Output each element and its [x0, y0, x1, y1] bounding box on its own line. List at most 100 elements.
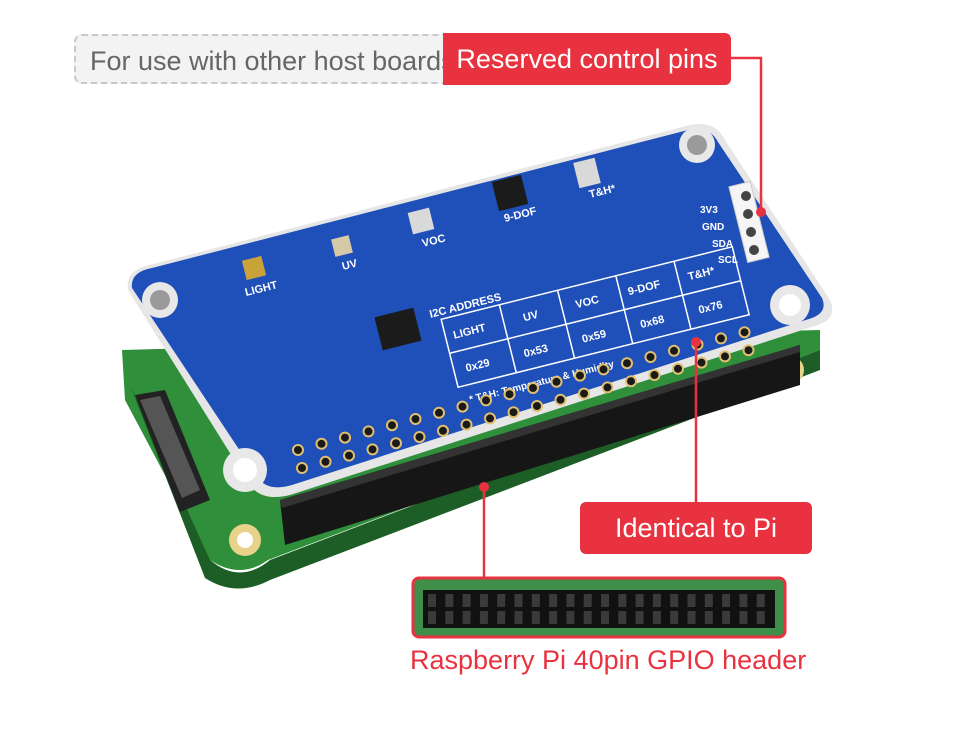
inset-header-pin	[704, 594, 713, 607]
table-v-voc: 0x59	[581, 328, 608, 346]
inset-header-pin	[479, 594, 488, 607]
inset-header-pin	[704, 611, 713, 624]
gpio-hole	[531, 400, 543, 412]
gpio-hole	[437, 424, 449, 437]
gpio-hole	[672, 362, 684, 375]
gpio-hole	[742, 344, 755, 357]
silk-uv: UV	[341, 257, 359, 273]
gpio-hole	[668, 344, 680, 357]
inset-header-pin	[739, 594, 748, 607]
table-v-dof: 0x68	[639, 314, 666, 332]
ctrl-pin-3v3: 3V3	[700, 205, 718, 216]
table-v-th: 0x76	[697, 299, 724, 317]
gpio-hole	[527, 382, 539, 394]
gpio-hole	[343, 449, 355, 462]
inset-header-pin	[549, 594, 558, 607]
gpio-hole	[554, 393, 567, 406]
ctrl-pin-sda: SDA	[712, 239, 733, 250]
gpio-hole	[292, 444, 304, 456]
inset-header-pin	[462, 594, 471, 607]
gpio-hole	[719, 350, 731, 363]
inset-header-pin	[635, 594, 644, 607]
gpio-hole	[296, 462, 308, 474]
inset-header-pin	[601, 611, 609, 624]
inset-header-pin	[566, 611, 575, 624]
inset-header-pin	[445, 611, 454, 624]
stacking-header	[280, 345, 800, 545]
inset-header-pin	[445, 594, 454, 607]
table-v-light: 0x29	[464, 357, 491, 375]
gpio-hole	[413, 431, 426, 443]
gpio-hole	[433, 406, 445, 419]
table-h-voc: VOC	[574, 294, 600, 311]
gpio-hole	[339, 431, 351, 444]
gpio-hole	[480, 394, 492, 407]
gpio-hole	[319, 455, 332, 468]
inset-header-pin	[756, 594, 765, 607]
inset-header-pin	[635, 611, 644, 624]
inset-header-pin	[428, 594, 436, 607]
inset-header-pin	[652, 611, 661, 624]
gpio-hole	[574, 369, 586, 382]
caption-gpio-header: Raspberry Pi 40pin GPIO header	[410, 645, 807, 675]
gpio-hole	[503, 388, 516, 401]
gpio-hole	[390, 437, 402, 450]
gpio-hole	[456, 400, 469, 413]
callout-identical: Identical to Pi	[580, 502, 812, 554]
gpio-hole	[507, 406, 520, 419]
gpio-hole	[386, 419, 398, 432]
callout-host-boards: For use with other host boards	[74, 34, 455, 84]
ctrl-pin-scl: SCL	[718, 255, 738, 266]
inset-header-pin	[531, 594, 540, 607]
inset-header-pin	[497, 611, 506, 624]
silk-voc: VOC	[421, 232, 447, 249]
gpio-hole	[597, 363, 610, 376]
inset-header-pin	[497, 594, 506, 607]
inset-header-pin	[549, 611, 558, 624]
inset-header-pin	[618, 594, 627, 607]
inset-header-pin	[756, 611, 765, 624]
inset-header-pin	[428, 611, 436, 624]
inset-header-pin	[652, 594, 661, 607]
gpio-hole	[366, 443, 379, 456]
gpio-hole	[362, 425, 375, 438]
inset-header-pin	[739, 611, 748, 624]
gpio-hole	[578, 387, 590, 400]
control-pin-header: 3V3 GND SDA SCL	[700, 180, 770, 266]
gpio-hole	[625, 375, 637, 388]
inset-header-pin	[514, 611, 523, 624]
gpio-hole	[621, 357, 633, 370]
inset-header-pin	[479, 611, 488, 624]
gpio-header-inset	[411, 576, 787, 639]
inset-header-pin	[462, 611, 471, 624]
inset-header-pin	[670, 594, 679, 607]
inset-header-pin	[722, 611, 731, 624]
gpio-hole	[738, 326, 751, 339]
gpio-hole	[315, 437, 328, 450]
inset-header-pin	[566, 594, 575, 607]
gpio-hole	[484, 412, 496, 425]
inset-header-pin	[531, 611, 540, 624]
inset-header-pin	[583, 594, 592, 607]
inset-header-pin	[687, 594, 696, 607]
inset-header-pin	[618, 611, 627, 624]
inset-header-pin	[722, 594, 731, 607]
inset-header-pin	[670, 611, 679, 624]
inset-header-pin	[687, 611, 696, 624]
gpio-hole	[409, 413, 422, 425]
gpio-hole	[460, 418, 473, 431]
ctrl-pin-gnd: GND	[702, 222, 724, 233]
inset-header-pin	[583, 611, 592, 624]
inset-header-pin	[514, 594, 523, 607]
table-v-uv: 0x53	[523, 343, 550, 361]
gpio-hole	[550, 375, 563, 388]
inset-header-pin	[601, 594, 609, 607]
callout-reserved-pins: Reserved control pins	[443, 33, 731, 85]
gpio-hole	[648, 369, 661, 381]
gpio-hole	[644, 351, 657, 363]
gpio-hole	[715, 332, 727, 345]
gpio-hole	[695, 356, 708, 369]
callout-lines	[479, 56, 766, 580]
table-h-uv: UV	[522, 309, 540, 325]
